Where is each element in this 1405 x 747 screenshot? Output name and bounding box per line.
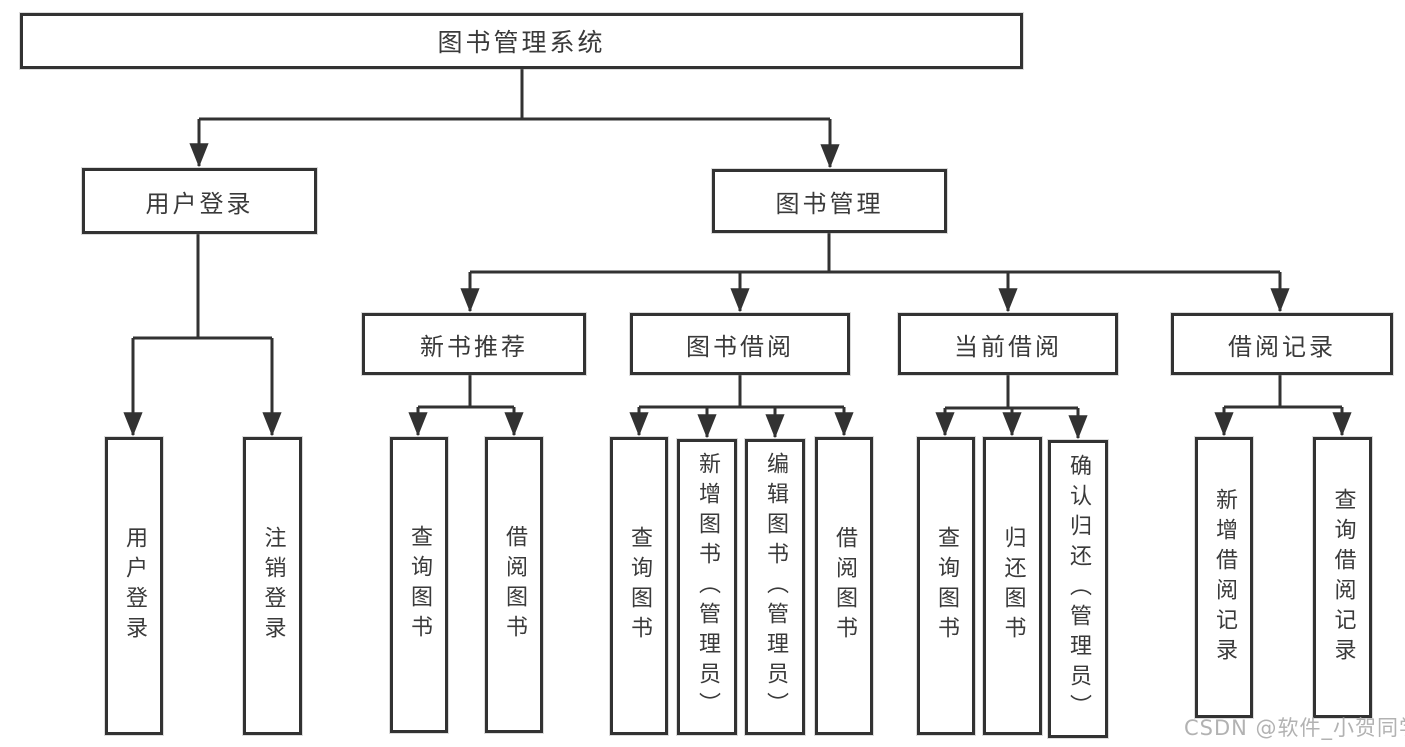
leaf-borrow-books-2: 借阅图书 xyxy=(815,437,873,735)
node-book-borrowing: 图书借阅 xyxy=(630,313,850,375)
node-book-management: 图书管理 xyxy=(712,169,947,233)
leaf-user-login: 用户登录 xyxy=(105,437,163,735)
leaf-confirm-return-admin: 确认归还（管理员） xyxy=(1048,440,1108,738)
node-borrowing-records: 借阅记录 xyxy=(1171,313,1393,375)
node-library-management-system: 图书管理系统 xyxy=(20,13,1023,69)
leaf-edit-book-admin: 编辑图书（管理员） xyxy=(745,439,805,735)
node-new-book-recommend: 新书推荐 xyxy=(362,313,586,375)
leaf-borrow-books-1: 借阅图书 xyxy=(485,437,543,733)
leaf-query-books-1: 查询图书 xyxy=(390,437,448,733)
node-current-borrowing: 当前借阅 xyxy=(898,313,1118,375)
leaf-add-borrow-record: 新增借阅记录 xyxy=(1195,437,1253,718)
leaf-add-book-admin: 新增图书（管理员） xyxy=(677,439,737,735)
leaf-logout: 注销登录 xyxy=(243,437,302,735)
leaf-query-books-3: 查询图书 xyxy=(917,437,975,735)
leaf-return-books: 归还图书 xyxy=(983,437,1042,735)
connector-path xyxy=(133,69,1342,410)
node-user-login: 用户登录 xyxy=(82,168,317,234)
leaf-query-books-2: 查询图书 xyxy=(610,437,668,735)
csdn-watermark: CSDN @软件_小贺同学 xyxy=(1184,716,1405,740)
leaf-query-borrow-record: 查询借阅记录 xyxy=(1313,437,1372,718)
